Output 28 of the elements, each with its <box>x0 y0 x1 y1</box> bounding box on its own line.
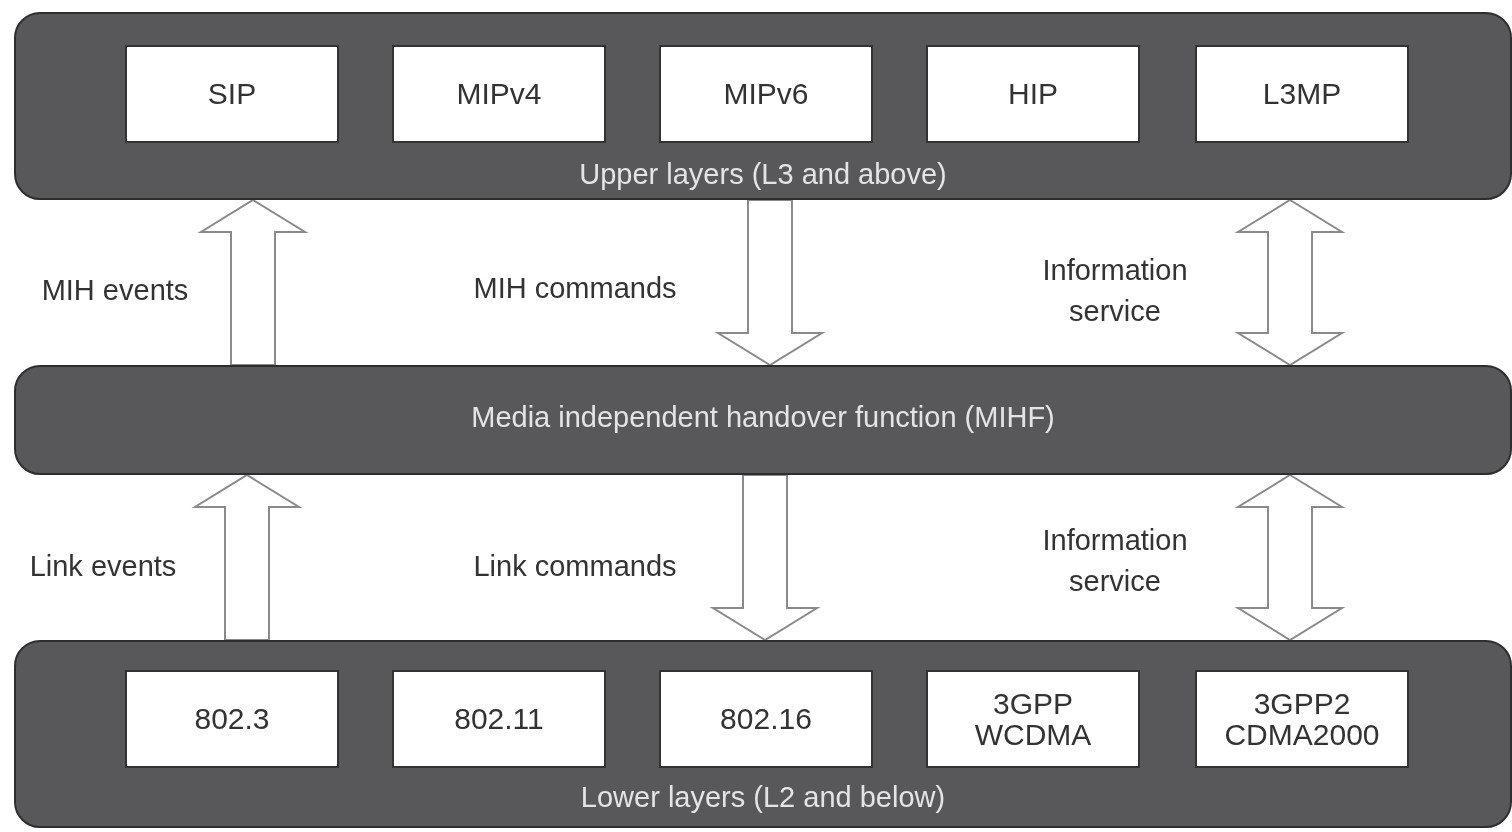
layer-band <box>14 640 1512 828</box>
protocol-box: L3MP <box>1195 45 1409 143</box>
layer-label: Lower layers (L2 and below) <box>580 780 946 814</box>
block-arrow <box>1234 198 1346 367</box>
layer-label: Upper layers (L3 and above) <box>579 157 947 191</box>
block-arrow <box>1234 473 1346 642</box>
edge-label: Information service <box>1041 253 1189 329</box>
edge-label: Information service <box>1041 523 1189 599</box>
protocol-box: 3GPP2 CDMA2000 <box>1195 670 1409 768</box>
layer-band <box>14 365 1512 475</box>
protocol-box: 802.3 <box>125 670 339 768</box>
protocol-box: SIP <box>125 45 339 143</box>
protocol-box: 802.16 <box>659 670 873 768</box>
edge-label: MIH commands <box>472 271 678 306</box>
edge-label: Link commands <box>472 549 678 584</box>
edge-label: Link events <box>28 549 178 584</box>
block-arrow <box>714 199 826 367</box>
edge-label: MIH events <box>40 273 190 308</box>
protocol-box: HIP <box>926 45 1140 143</box>
block-arrow <box>191 473 303 641</box>
protocol-box: 3GPP WCDMA <box>926 670 1140 768</box>
block-arrow <box>197 198 309 366</box>
protocol-box: MIPv4 <box>392 45 606 143</box>
layer-band <box>14 12 1512 200</box>
protocol-box: 802.11 <box>392 670 606 768</box>
layer-label: Media independent handover function (MIHF) <box>471 400 1055 434</box>
block-arrow <box>709 474 821 642</box>
protocol-box: MIPv6 <box>659 45 873 143</box>
